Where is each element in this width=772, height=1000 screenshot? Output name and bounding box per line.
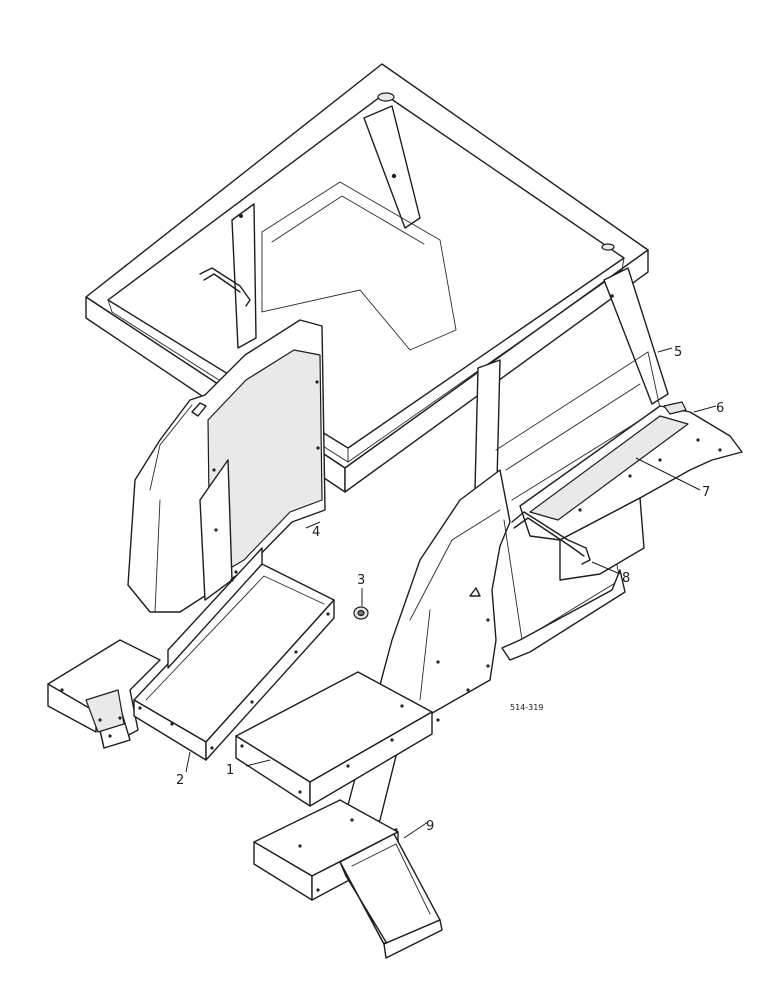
callout-8: 8	[622, 571, 630, 586]
drawing-reference-code: 514-319	[510, 703, 543, 712]
step-panel	[235, 671, 433, 807]
left-lower-bracket	[47, 639, 161, 749]
callout-1: 1	[226, 763, 234, 778]
callout-5: 5	[674, 345, 682, 360]
right-window-frame	[495, 351, 661, 661]
right-mudguard	[519, 405, 743, 581]
callout-4: 4	[312, 525, 320, 540]
roof-corner-bolt	[601, 243, 615, 251]
step-bracket	[339, 833, 443, 959]
bolt-part	[663, 401, 687, 415]
callout-7: 7	[702, 485, 710, 500]
callout-leaders	[185, 347, 717, 839]
callout-2: 2	[176, 773, 184, 788]
callout-6: 6	[716, 401, 724, 416]
right-rear-pillar	[603, 267, 669, 405]
roof-corner-bolt	[377, 92, 395, 102]
nut-part	[353, 606, 369, 620]
callout-9: 9	[426, 819, 434, 834]
callout-3: 3	[357, 573, 365, 588]
left-floor-tray	[133, 547, 335, 761]
grab-handle	[199, 267, 591, 565]
left-side-panel	[127, 319, 326, 613]
rear-pillars	[231, 105, 457, 351]
